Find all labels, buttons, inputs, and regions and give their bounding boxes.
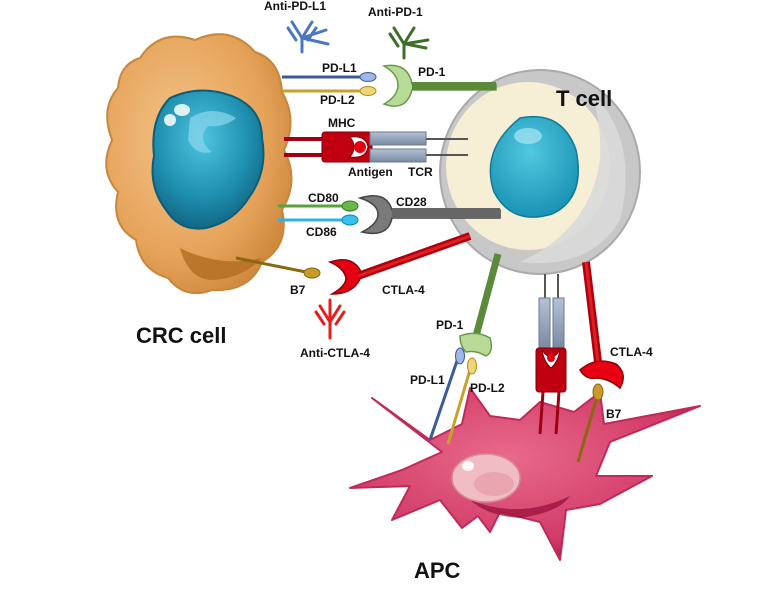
- tcr-chain-1: [369, 131, 427, 146]
- cd86-head: [341, 214, 359, 226]
- ctla4-bottom-group: CTLA-4 B7: [576, 261, 653, 463]
- pd-l1-stalk-bottom: [428, 357, 460, 441]
- apc-label: APC: [414, 558, 461, 583]
- mhc-label: MHC: [328, 116, 356, 130]
- tcr-label: TCR: [408, 165, 433, 179]
- antigen-label: Antigen: [348, 165, 393, 179]
- apc-body-shade: [470, 496, 570, 518]
- anti-ctla-4-antibody: Anti-CTLA-4: [300, 298, 370, 360]
- t-cell-nucleus: [489, 116, 580, 218]
- antigen-bottom-dot: [547, 354, 555, 362]
- pd-1-receptor-bottom: [459, 332, 493, 357]
- pd1-bottom-group: PD-1 PD-L1 PD-L2: [410, 253, 505, 445]
- ctla-4-stalk-left-inner: [357, 234, 471, 278]
- apc-cell: APC: [349, 387, 701, 583]
- ctla-4-receptor-left: [327, 259, 363, 295]
- anti-pd-1-label: Anti-PD-1: [368, 5, 423, 19]
- crc-cell-fold: [180, 248, 262, 280]
- anti-pd-l1-label: Anti-PD-L1: [264, 0, 326, 13]
- crc-cell: CRC cell: [105, 33, 293, 348]
- pd-1-stalk-bottom: [472, 253, 502, 337]
- pd-1-stalk-top: [412, 82, 496, 90]
- anti-pd-1-antibody: Anti-PD-1: [368, 5, 430, 60]
- apc-nucleus-highlight: [462, 461, 474, 471]
- pd-l1-label-top: PD-L1: [322, 61, 357, 75]
- apc-body: [349, 387, 701, 561]
- mhc-tcr-group: MHC Antigen TCR: [284, 116, 468, 179]
- ctla-4-stalk-bottom-inner: [584, 261, 600, 363]
- pd-l2-stalk-bottom: [446, 369, 472, 445]
- pd-l2-head-top: [359, 86, 377, 96]
- antigen-dot: [354, 141, 366, 153]
- crc-nucleus-highlight-1: [164, 114, 176, 126]
- t-cell-shade: [520, 90, 626, 264]
- pd-l2-head-bottom: [467, 357, 477, 375]
- ctla4-left-group: B7 CTLA-4: [235, 232, 472, 297]
- mhc-tcr-bottom-group: [535, 274, 567, 435]
- b7-stalk-left: [235, 256, 307, 274]
- b7-stalk-bottom: [576, 399, 598, 463]
- pd-1-label-bottom: PD-1: [436, 318, 464, 332]
- pd1-top-group: PD-L1 PD-L2 PD-1: [282, 61, 497, 107]
- cd28-group: CD80 CD86 CD28: [278, 191, 501, 239]
- anti-pd-l1-antibody: Anti-PD-L1: [264, 0, 330, 54]
- anti-ctla-4-label: Anti-CTLA-4: [300, 346, 370, 360]
- cd80-head: [341, 200, 359, 212]
- t-cell-nucleus-highlight: [514, 128, 542, 144]
- mhc-bottom-molecule: [535, 347, 567, 393]
- pd-l2-label-top: PD-L2: [320, 93, 355, 107]
- b7-head-bottom: [592, 383, 604, 401]
- anti-ctla-4-icon: [314, 298, 346, 340]
- cd80-label: CD80: [308, 191, 339, 205]
- cd28-label: CD28: [396, 195, 427, 209]
- b7-head-left: [303, 267, 321, 279]
- t-cell: T cell: [439, 69, 641, 275]
- crc-nucleus-highlight-2: [174, 104, 190, 116]
- ctla-4-receptor-bottom: [579, 360, 624, 390]
- crc-nucleus-pattern: [188, 111, 236, 153]
- anti-pd-1-icon: [388, 26, 430, 60]
- crc-cell-label: CRC cell: [136, 323, 226, 348]
- ctla-4-label-bottom: CTLA-4: [610, 345, 653, 359]
- t-cell-label: T cell: [556, 86, 612, 111]
- apc-nucleus-inner: [474, 472, 514, 496]
- pd-l1-head-top: [359, 72, 377, 82]
- b7-label-bottom: B7: [606, 407, 622, 421]
- cd86-label: CD86: [306, 225, 337, 239]
- mhc-bottom-stalk-2: [554, 391, 561, 435]
- ctla-4-label-left: CTLA-4: [382, 283, 425, 297]
- b7-label-left: B7: [290, 283, 306, 297]
- tcr-bottom-chain-2: [552, 297, 565, 349]
- tcr-chain-2: [369, 148, 427, 163]
- cd28-stalk: [392, 208, 500, 218]
- pd-l2-label-bottom: PD-L2: [470, 381, 505, 395]
- pd-l1-label-bottom: PD-L1: [410, 373, 445, 387]
- tcr-bottom-chain-1: [538, 297, 551, 349]
- crc-nucleus: [151, 89, 265, 230]
- pd-1-label-top: PD-1: [418, 65, 446, 79]
- anti-pd-l1-icon: [286, 20, 330, 54]
- pd-l1-head-bottom: [455, 347, 465, 365]
- mhc-bottom-stalk-1: [538, 391, 545, 435]
